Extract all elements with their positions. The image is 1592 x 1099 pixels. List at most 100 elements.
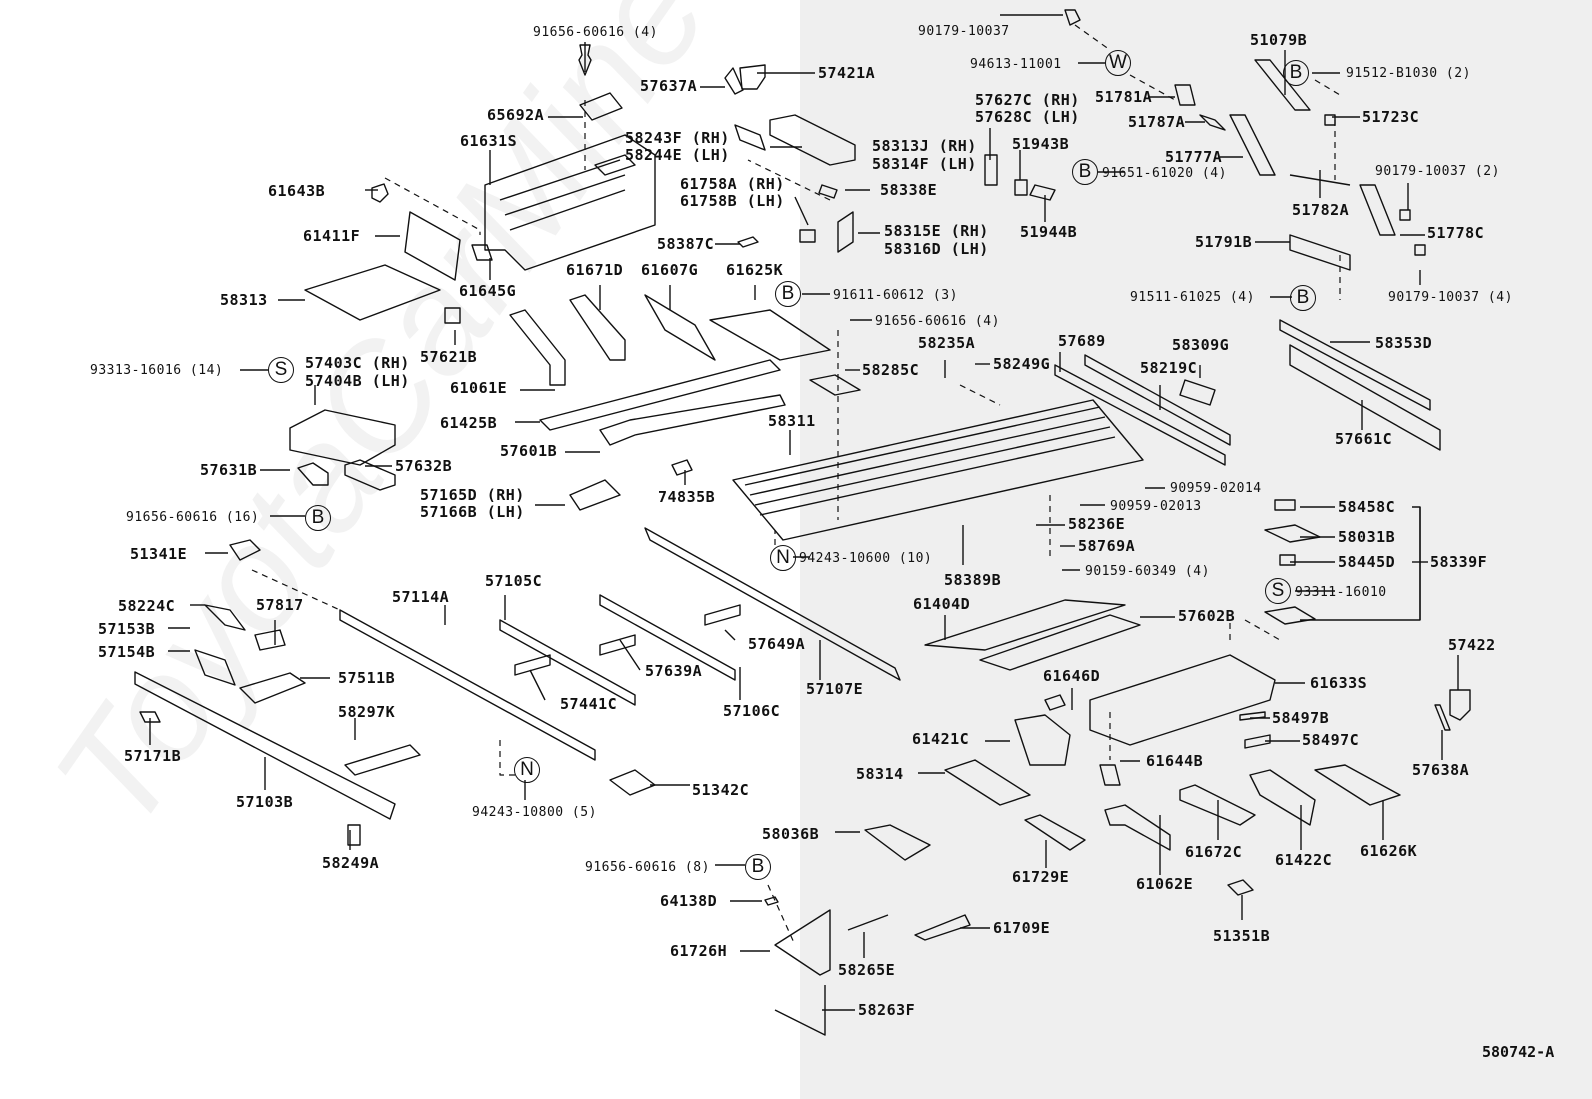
- part-label[interactable]: 58389B: [944, 571, 1002, 589]
- part-label[interactable]: 58249A: [322, 854, 380, 872]
- part-label[interactable]: 90159-60349 (4): [1085, 564, 1210, 579]
- part-label[interactable]: 58244E (LH): [625, 146, 730, 164]
- part-label[interactable]: 90179-10037 (4): [1388, 290, 1513, 305]
- part-label[interactable]: 94243-10800 (5): [472, 805, 597, 820]
- part-label[interactable]: 51944B: [1020, 223, 1078, 241]
- part-label[interactable]: 90959-02014: [1170, 481, 1262, 496]
- part-label[interactable]: 57632B: [395, 457, 453, 475]
- part-label[interactable]: 51787A: [1128, 113, 1186, 131]
- part-label[interactable]: 57107E: [806, 680, 864, 698]
- part-label[interactable]: 93311-16010: [1295, 585, 1387, 600]
- part-label[interactable]: 61607G: [641, 261, 699, 279]
- part-label[interactable]: 61631S: [460, 132, 518, 150]
- part-label[interactable]: 61645G: [459, 282, 517, 300]
- part-label[interactable]: 58339F: [1430, 553, 1488, 571]
- part-label[interactable]: 51723C: [1362, 108, 1420, 126]
- part-label[interactable]: 58309G: [1172, 336, 1230, 354]
- part-label[interactable]: 58353D: [1375, 334, 1433, 352]
- part-label[interactable]: 61758B (LH): [680, 192, 785, 210]
- part-label[interactable]: 58249G: [993, 355, 1051, 373]
- part-label[interactable]: 57422: [1448, 636, 1496, 654]
- part-label[interactable]: 57105C: [485, 572, 543, 590]
- part-label[interactable]: 58338E: [880, 181, 938, 199]
- part-label[interactable]: 58263F: [858, 1001, 916, 1019]
- part-label[interactable]: 57621B: [420, 348, 478, 366]
- part-label[interactable]: 65692A: [487, 106, 545, 124]
- part-label[interactable]: 58311: [768, 412, 816, 430]
- part-label[interactable]: 91656-60616 (16): [126, 510, 260, 525]
- part-label[interactable]: 57441C: [560, 695, 618, 713]
- part-label[interactable]: 58265E: [838, 961, 896, 979]
- part-label[interactable]: 94243-10600 (10): [799, 551, 933, 566]
- part-label[interactable]: 57637A: [640, 77, 698, 95]
- part-label[interactable]: 57638A: [1412, 761, 1470, 779]
- part-label[interactable]: 91511-61025 (4): [1130, 290, 1255, 305]
- part-label[interactable]: 58445D: [1338, 553, 1396, 571]
- part-label[interactable]: 61404D: [913, 595, 971, 613]
- part-label[interactable]: 57165D (RH): [420, 486, 525, 504]
- part-label[interactable]: 57628C (LH): [975, 108, 1080, 126]
- part-label[interactable]: 58316D (LH): [884, 240, 989, 258]
- part-label[interactable]: 58497C: [1302, 731, 1360, 749]
- part-label[interactable]: 57103B: [236, 793, 294, 811]
- part-label[interactable]: 58235A: [918, 334, 976, 352]
- part-label[interactable]: 57649A: [748, 635, 806, 653]
- part-label[interactable]: 57602B: [1178, 607, 1236, 625]
- part-label[interactable]: 58224C: [118, 597, 176, 615]
- part-label[interactable]: 91651-61020 (4): [1102, 166, 1227, 181]
- part-label[interactable]: 90179-10037 (2): [1375, 164, 1500, 179]
- part-label[interactable]: 57511B: [338, 669, 396, 687]
- part-label[interactable]: 61421C: [912, 730, 970, 748]
- part-label[interactable]: 93313-16016 (14): [90, 363, 224, 378]
- part-label[interactable]: 51079B: [1250, 31, 1308, 49]
- part-label[interactable]: 58243F (RH): [625, 129, 730, 147]
- part-label[interactable]: 51782A: [1292, 201, 1350, 219]
- part-label[interactable]: 57114A: [392, 588, 450, 606]
- part-label[interactable]: 58315E (RH): [884, 222, 989, 240]
- part-label[interactable]: 58314: [856, 765, 904, 783]
- part-label[interactable]: 61758A (RH): [680, 175, 785, 193]
- part-label[interactable]: 58497B: [1272, 709, 1330, 727]
- part-label[interactable]: 61709E: [993, 919, 1051, 937]
- part-label[interactable]: 58769A: [1078, 537, 1136, 555]
- part-label[interactable]: 57154B: [98, 643, 156, 661]
- part-label[interactable]: 58314F (LH): [872, 155, 977, 173]
- part-label[interactable]: 57106C: [723, 702, 781, 720]
- part-label[interactable]: 57166B (LH): [420, 503, 525, 521]
- part-label[interactable]: 74835B: [658, 488, 716, 506]
- part-label[interactable]: 57403C (RH): [305, 354, 410, 372]
- part-label[interactable]: 57153B: [98, 620, 156, 638]
- part-label[interactable]: 61646D: [1043, 667, 1101, 685]
- part-label[interactable]: 61626K: [1360, 842, 1418, 860]
- part-label[interactable]: 61729E: [1012, 868, 1070, 886]
- part-label[interactable]: 51781A: [1095, 88, 1153, 106]
- part-label[interactable]: 94613-11001: [970, 57, 1062, 72]
- part-label[interactable]: 58219C: [1140, 359, 1198, 377]
- part-label[interactable]: 61643B: [268, 182, 326, 200]
- part-label[interactable]: 57661C: [1335, 430, 1393, 448]
- part-label[interactable]: 57171B: [124, 747, 182, 765]
- part-label[interactable]: 91656-60616 (8): [585, 860, 710, 875]
- part-label[interactable]: 51341E: [130, 545, 188, 563]
- part-label[interactable]: 51342C: [692, 781, 750, 799]
- part-label[interactable]: 58313: [220, 291, 268, 309]
- part-label[interactable]: 58313J (RH): [872, 137, 977, 155]
- part-label[interactable]: 61644B: [1146, 752, 1204, 770]
- part-label[interactable]: 58031B: [1338, 528, 1396, 546]
- part-label[interactable]: 61633S: [1310, 674, 1368, 692]
- part-label[interactable]: 91512-B1030 (2): [1346, 66, 1471, 81]
- part-label[interactable]: 51791B: [1195, 233, 1253, 251]
- part-label[interactable]: 61671D: [566, 261, 624, 279]
- part-label[interactable]: 61062E: [1136, 875, 1194, 893]
- part-label[interactable]: 61061E: [450, 379, 508, 397]
- part-label[interactable]: 61411F: [303, 227, 361, 245]
- part-label[interactable]: 51777A: [1165, 148, 1223, 166]
- part-label[interactable]: 57631B: [200, 461, 258, 479]
- part-label[interactable]: 58036B: [762, 825, 820, 843]
- part-label[interactable]: 57639A: [645, 662, 703, 680]
- part-label[interactable]: 90959-02013: [1110, 499, 1202, 514]
- part-label[interactable]: 91611-60612 (3): [833, 288, 958, 303]
- part-label[interactable]: 51943B: [1012, 135, 1070, 153]
- part-label[interactable]: 61422C: [1275, 851, 1333, 869]
- part-label[interactable]: 90179-10037: [918, 24, 1010, 39]
